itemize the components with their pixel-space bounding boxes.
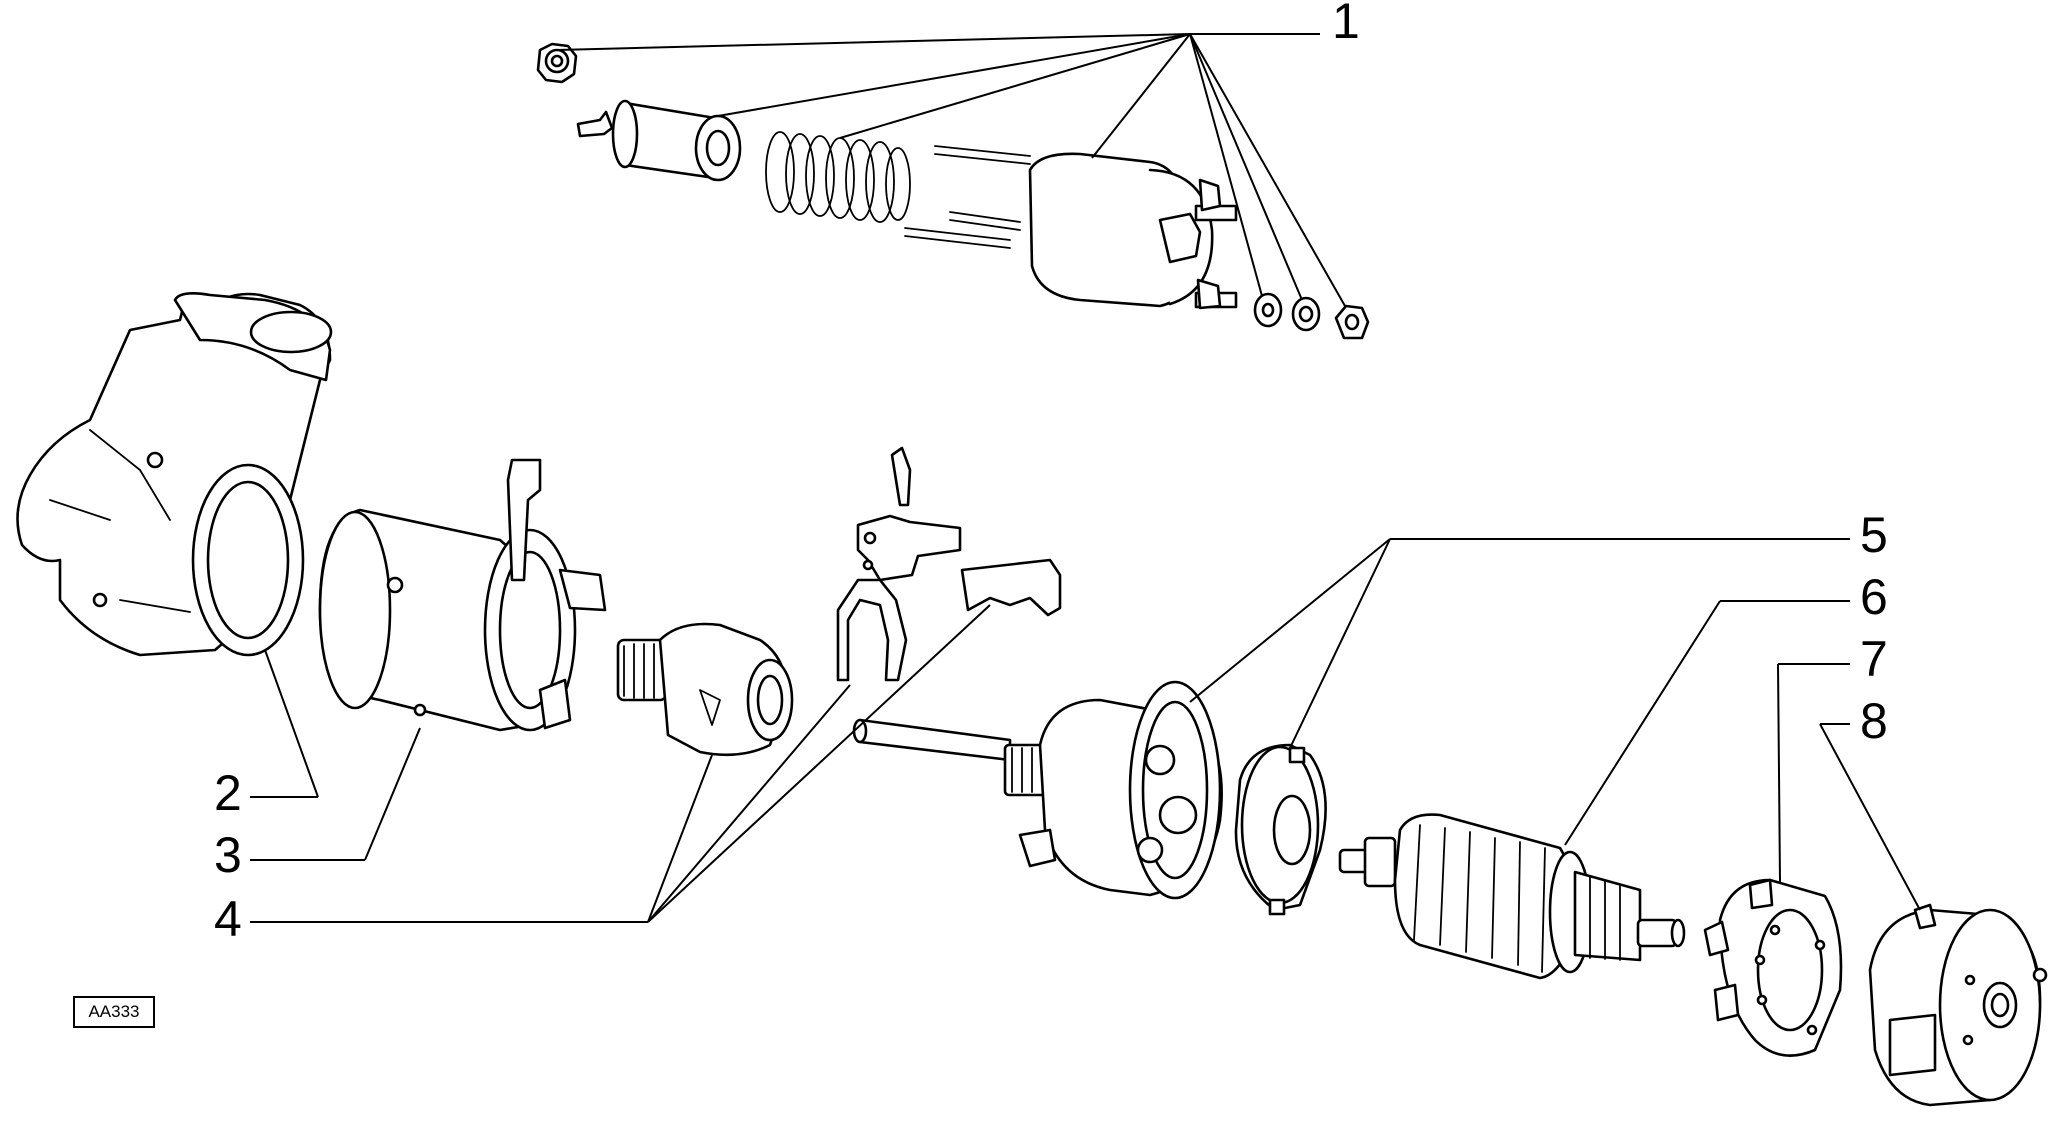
brush-holder-plate bbox=[1703, 878, 1843, 1057]
intermediate-cover-plate bbox=[1234, 743, 1327, 916]
callout-4: 4 bbox=[214, 891, 242, 947]
planetary-gear-housing bbox=[1018, 680, 1223, 900]
leader-lines bbox=[250, 33, 1921, 923]
lever-pad bbox=[960, 558, 1062, 617]
engagement-lever-fork bbox=[836, 446, 962, 682]
callout-1: 1 bbox=[1332, 0, 1360, 49]
solenoid-kit bbox=[536, 42, 1370, 340]
callout-7: 7 bbox=[1860, 631, 1888, 687]
terminal-washer-flat bbox=[1253, 292, 1283, 328]
solenoid-return-spring bbox=[765, 131, 911, 223]
reference-code-box: AA333 bbox=[73, 996, 155, 1028]
commutator-end-cover bbox=[1868, 903, 2048, 1107]
drive-shaft bbox=[852, 718, 1047, 797]
solenoid-body bbox=[904, 145, 1238, 310]
terminal-washer-lock bbox=[1291, 296, 1321, 332]
callout-5: 5 bbox=[1860, 507, 1888, 563]
callout-6: 6 bbox=[1860, 569, 1888, 625]
drive-pinion-clutch bbox=[616, 622, 794, 757]
callout-2: 2 bbox=[214, 765, 242, 821]
field-yoke bbox=[318, 458, 607, 732]
callout-8: 8 bbox=[1860, 693, 1888, 749]
drive-end-housing bbox=[16, 292, 333, 657]
armature bbox=[1338, 813, 1686, 980]
callout-3: 3 bbox=[214, 827, 242, 883]
solenoid-plunger bbox=[576, 99, 742, 182]
terminal-nut bbox=[1334, 304, 1370, 340]
